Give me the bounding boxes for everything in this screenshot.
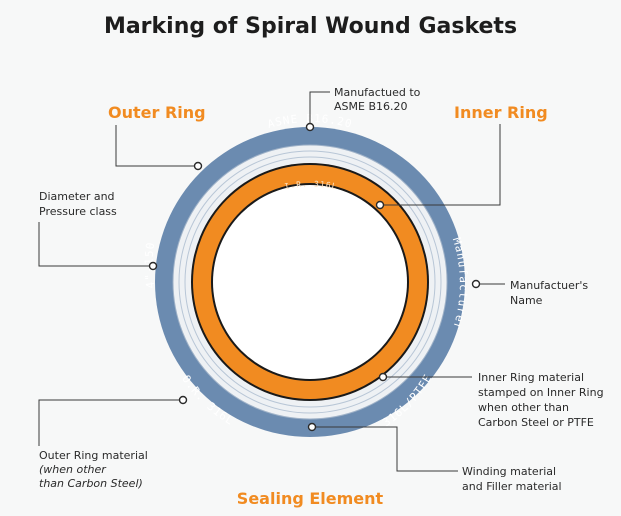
- callout-diameter: Diameter and Pressure class: [39, 190, 118, 218]
- leader-outer-ring: [115, 125, 197, 167]
- marker-dot: [307, 422, 317, 432]
- marker-dot: [375, 200, 385, 210]
- page-title: Marking of Spiral Wound Gaskets: [103, 14, 518, 39]
- leader-winding: [312, 426, 458, 472]
- leader-manufactured: [309, 91, 330, 127]
- leader-outer-ring-material: [38, 399, 183, 446]
- sealing-element-winding: [178, 150, 442, 414]
- label-inner-ring: Inner Ring: [454, 103, 548, 122]
- callout-outer-ring-material: Outer Ring material (when other than Car…: [39, 449, 151, 490]
- label-outer-ring: Outer Ring: [108, 103, 206, 122]
- leader-inner-ring: [380, 124, 501, 206]
- gasket-bore: [213, 185, 407, 379]
- inner-ring-text: I.R. 316L: [284, 180, 339, 192]
- marker-dot: [148, 261, 158, 271]
- marker-dot: [305, 122, 315, 132]
- label-sealing-element: Sealing Element: [237, 489, 384, 508]
- marker-dot: [378, 372, 388, 382]
- marker-dot: [471, 279, 481, 289]
- marker-dot: [193, 161, 203, 171]
- callout-manufactured: Manufactued to ASME B16.20: [334, 86, 424, 113]
- marker-dot: [178, 395, 188, 405]
- leader-diameter: [38, 222, 153, 267]
- callout-manufacturer: Manufactuer's Name: [510, 279, 592, 307]
- callout-winding: Winding material and Filler material: [462, 465, 562, 493]
- callout-inner-ring-material: Inner Ring material stamped on Inner Rin…: [478, 371, 607, 429]
